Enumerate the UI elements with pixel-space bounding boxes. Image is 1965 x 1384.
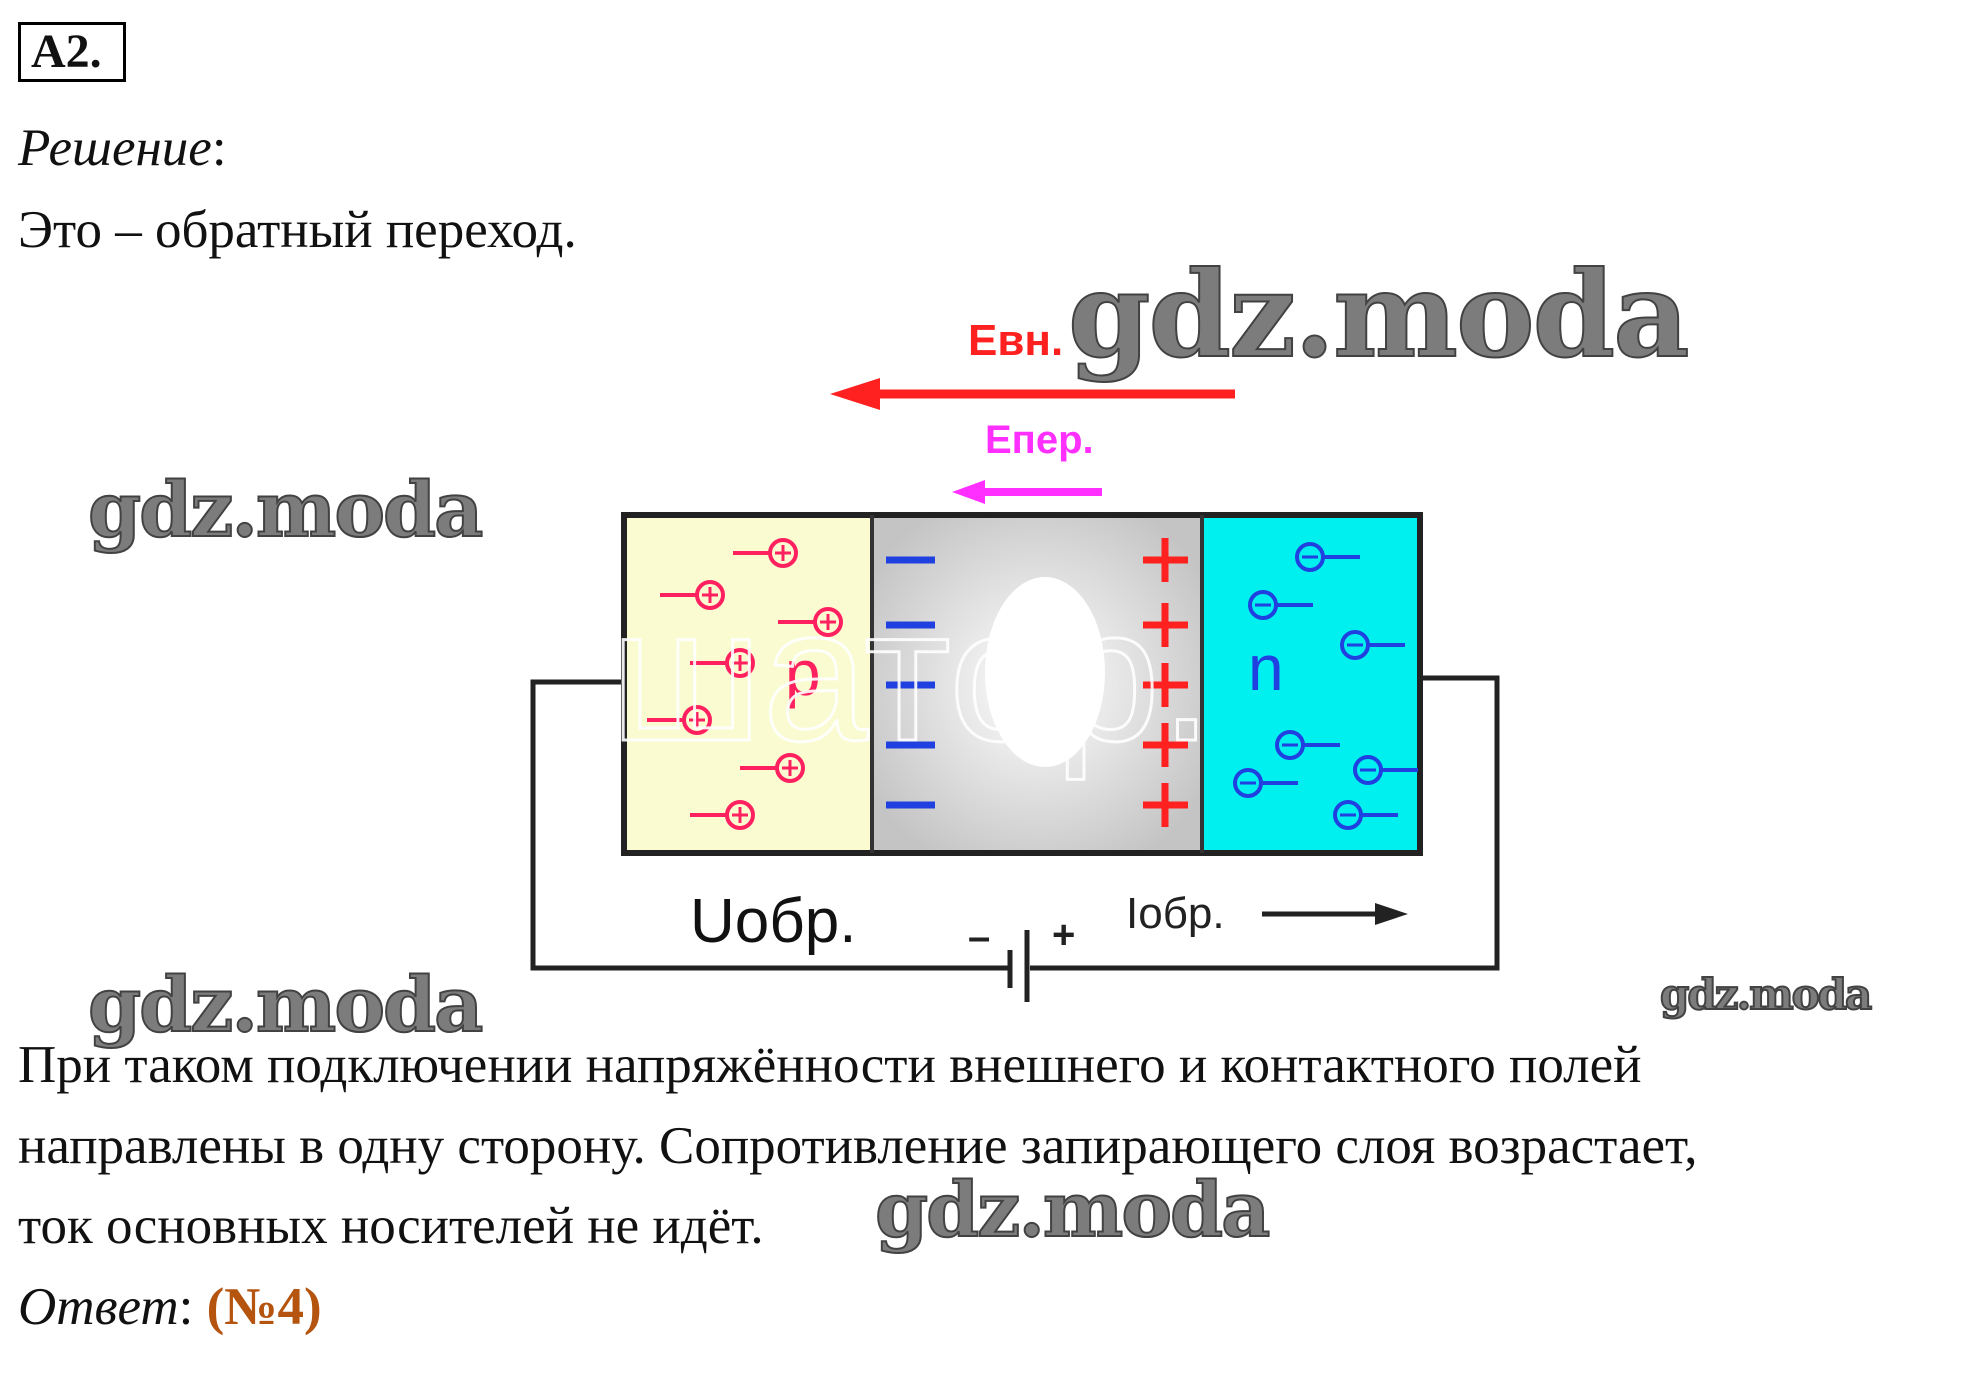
solution-heading: Решение: <box>18 118 227 178</box>
electron-carrier-icon <box>1340 630 1405 660</box>
hole-carrier-icon <box>690 648 755 678</box>
holes-group <box>647 538 843 830</box>
circuit-wires <box>530 675 1500 971</box>
electron-carrier-icon <box>1295 542 1360 572</box>
u-label: Uобр. <box>690 887 856 956</box>
e-ext-label: Eвн. <box>968 316 1063 365</box>
n-label: n <box>1248 632 1284 704</box>
battery-icon <box>1007 930 1030 1002</box>
answer-value: (№4) <box>206 1278 322 1336</box>
watermark: gdz.moda <box>87 464 484 555</box>
paragraph-line: направлены в одну сторону. Сопротивление… <box>18 1117 1698 1175</box>
statement-text: Это – обратный переход. <box>18 201 577 259</box>
electrons-group <box>1233 542 1418 830</box>
hole-carrier-icon <box>733 538 798 568</box>
task-number-label: A2. <box>18 22 126 82</box>
watermark: gdz.moda <box>874 1164 1271 1255</box>
paragraph-line: При таком подключении напряжённости внеш… <box>18 1036 1642 1094</box>
answer-colon: : <box>178 1278 194 1336</box>
electron-carrier-icon <box>1248 590 1313 620</box>
positive-charge-icon <box>1143 663 1188 707</box>
positive-charge-icon <box>1143 723 1188 767</box>
p-label: p <box>785 637 821 709</box>
watermark: gdz.moda <box>1067 244 1691 385</box>
positive-charge-icon <box>1143 603 1188 647</box>
electron-carrier-icon <box>1275 730 1340 760</box>
overlay-watermark: шатор. <box>610 569 1213 781</box>
battery-minus: – <box>968 915 990 959</box>
n-region <box>1202 515 1420 853</box>
solution-label: Решение <box>18 119 212 177</box>
e-trans-arrow <box>952 480 1102 504</box>
paragraph-line: ток основных носителей не идёт. <box>18 1197 764 1255</box>
electron-carrier-icon <box>1233 768 1298 798</box>
watermark: gdz.moda <box>1659 969 1873 1020</box>
answer-label: Ответ <box>18 1278 179 1336</box>
hole-carrier-icon <box>660 580 725 610</box>
electron-carrier-icon <box>1353 755 1418 785</box>
solution-colon: : <box>211 119 227 177</box>
i-label: Iобр. <box>1126 889 1225 938</box>
electron-carrier-icon <box>1333 800 1398 830</box>
hole-carrier-icon <box>740 753 805 783</box>
white-blot <box>985 577 1105 767</box>
hole-carrier-icon <box>690 800 755 830</box>
answer-line: Ответ: (№4) <box>18 1277 322 1337</box>
hole-carrier-icon <box>778 607 843 637</box>
hole-carrier-icon <box>647 705 712 735</box>
watermark: gdz.moda <box>87 959 484 1050</box>
current-arrow <box>1262 903 1408 925</box>
p-region <box>624 515 872 853</box>
e-trans-label: Eпер. <box>985 418 1094 462</box>
battery-plus: + <box>1052 913 1075 957</box>
e-ext-arrow <box>830 378 1235 410</box>
positive-charge-icon <box>1143 538 1188 582</box>
space-charges <box>886 538 1188 827</box>
positive-charge-icon <box>1143 783 1188 827</box>
